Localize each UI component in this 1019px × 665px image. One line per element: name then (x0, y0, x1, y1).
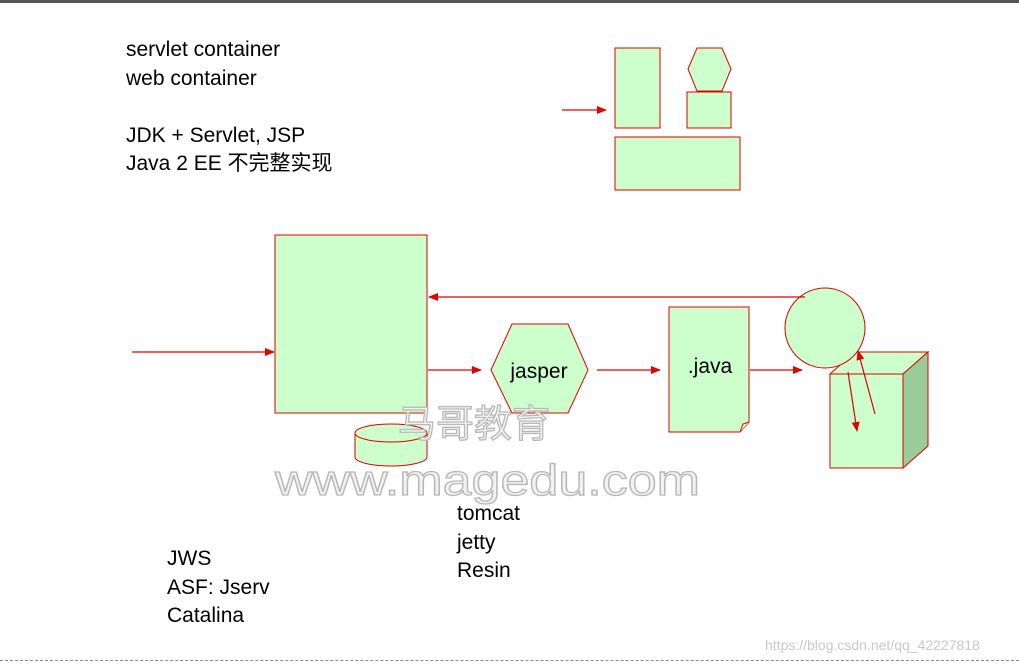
top-rule (0, 0, 1019, 3)
server-item-resin: Resin (457, 559, 511, 582)
watermark-cn: 马哥教育 (398, 402, 550, 446)
jasper-node (490, 323, 589, 414)
history-item-jws: JWS (167, 547, 212, 570)
intro-line-servlet-container: servlet container (126, 38, 281, 61)
icon-hexagon (687, 47, 732, 92)
bottom-rule (0, 660, 1019, 661)
intro-text: servlet container web container JDK + Se… (126, 36, 333, 179)
intro-line-web-container: web container (126, 66, 257, 90)
cube-front-face (829, 373, 904, 469)
database-top (354, 423, 428, 443)
history-list: JWS ASF: Jserv Catalina (167, 545, 270, 631)
cube-up-arrow (856, 350, 876, 415)
result-circle (784, 287, 866, 369)
icon-small-box (686, 91, 732, 129)
history-item-catalina: Catalina (167, 604, 245, 627)
icon-tall-box (614, 47, 661, 129)
java-file-fold (739, 421, 750, 433)
server-item-jetty: jetty (457, 530, 496, 554)
cube-down-arrow (847, 371, 860, 432)
container-box (274, 234, 428, 414)
server-item-tomcat: tomcat (457, 502, 521, 525)
jasper-label: jasper (509, 360, 567, 383)
intro-line-jdk: JDK + Servlet, JSP (126, 123, 306, 147)
intro-line-java2ee: Java 2 EE 不完整实现 (126, 152, 333, 175)
java-file-label: .java (688, 355, 733, 378)
server-list: tomcat jetty Resin (457, 500, 520, 586)
icon-wide-box (614, 136, 741, 191)
source-credit: https://blog.csdn.net/qq_42227818 (765, 637, 980, 653)
watermark-url: www.magedu.com (274, 456, 700, 505)
history-item-jserv: ASF: Jserv (167, 575, 270, 599)
